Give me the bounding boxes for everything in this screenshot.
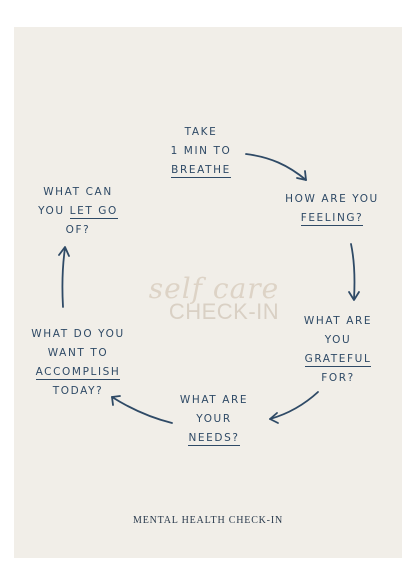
step-grateful: WHAT ARE YOU GRATEFUL FOR? <box>296 312 380 388</box>
step-needs: WHAT ARE YOUR NEEDS? <box>174 391 254 448</box>
arrow-breathe-to-feeling-head <box>296 170 307 181</box>
step-accomplish: WHAT DO YOU WANT TO ACCOMPLISH TODAY? <box>26 325 130 401</box>
step-needs-keyword: NEEDS? <box>188 432 240 446</box>
center-logo: self care CHECK-IN <box>124 272 304 352</box>
arrow-grateful-to-needs-head <box>269 412 279 424</box>
step-breathe: TAKE 1 MIN TO BREATHE <box>166 123 236 180</box>
logo-title: CHECK-IN <box>168 299 280 324</box>
step-feeling-line1: HOW ARE YOU <box>285 193 379 205</box>
arrow-accomplish-to-letgo-head <box>58 246 70 257</box>
step-breathe-line2: 1 MIN TO <box>170 145 232 157</box>
step-grateful-line4: FOR? <box>321 372 355 384</box>
step-grateful-line2: YOU <box>324 334 352 346</box>
logo-script-text: self care <box>148 272 280 305</box>
poster: self care CHECK-IN TAKE 1 MIN TO BREATHE… <box>14 27 402 558</box>
step-feeling-keyword: FEELING? <box>300 212 364 226</box>
arrow-breathe-to-feeling-path <box>245 153 307 181</box>
step-accomplish-line4: TODAY? <box>52 385 104 397</box>
step-needs-line1: WHAT ARE <box>179 394 249 406</box>
step-letgo: WHAT CAN YOU LET GO OF? <box>32 183 124 240</box>
step-letgo-line3: OF? <box>65 224 91 236</box>
step-accomplish-keyword: ACCOMPLISH <box>35 366 121 380</box>
arrow-accomplish-to-letgo-path <box>61 247 66 308</box>
arrow-feeling-to-grateful-path <box>350 243 356 300</box>
step-grateful-keyword: GRATEFUL <box>304 353 372 367</box>
step-accomplish-line2: WANT TO <box>47 347 109 359</box>
step-letgo-keyword: LET GO <box>69 205 118 219</box>
step-breathe-line1: TAKE <box>184 126 218 138</box>
arrow-breathe-to-feeling <box>58 153 360 424</box>
step-grateful-line1: WHAT ARE <box>303 315 373 327</box>
step-letgo-line2-prefix: YOU <box>38 205 70 217</box>
step-breathe-keyword: BREATHE <box>171 164 231 178</box>
step-letgo-line1: WHAT CAN <box>43 186 113 198</box>
arrow-feeling-to-grateful-head <box>348 291 360 301</box>
step-feeling: HOW ARE YOU FEELING? <box>280 190 384 228</box>
step-accomplish-line1: WHAT DO YOU <box>31 328 125 340</box>
arrow-grateful-to-needs-path <box>269 391 319 420</box>
arrow-needs-to-accomplish-path <box>111 396 173 424</box>
arrow-needs-to-accomplish-head <box>111 395 121 406</box>
step-needs-line2: YOUR <box>196 413 232 425</box>
footer-title: MENTAL HEALTH CHECK-IN <box>133 515 283 526</box>
